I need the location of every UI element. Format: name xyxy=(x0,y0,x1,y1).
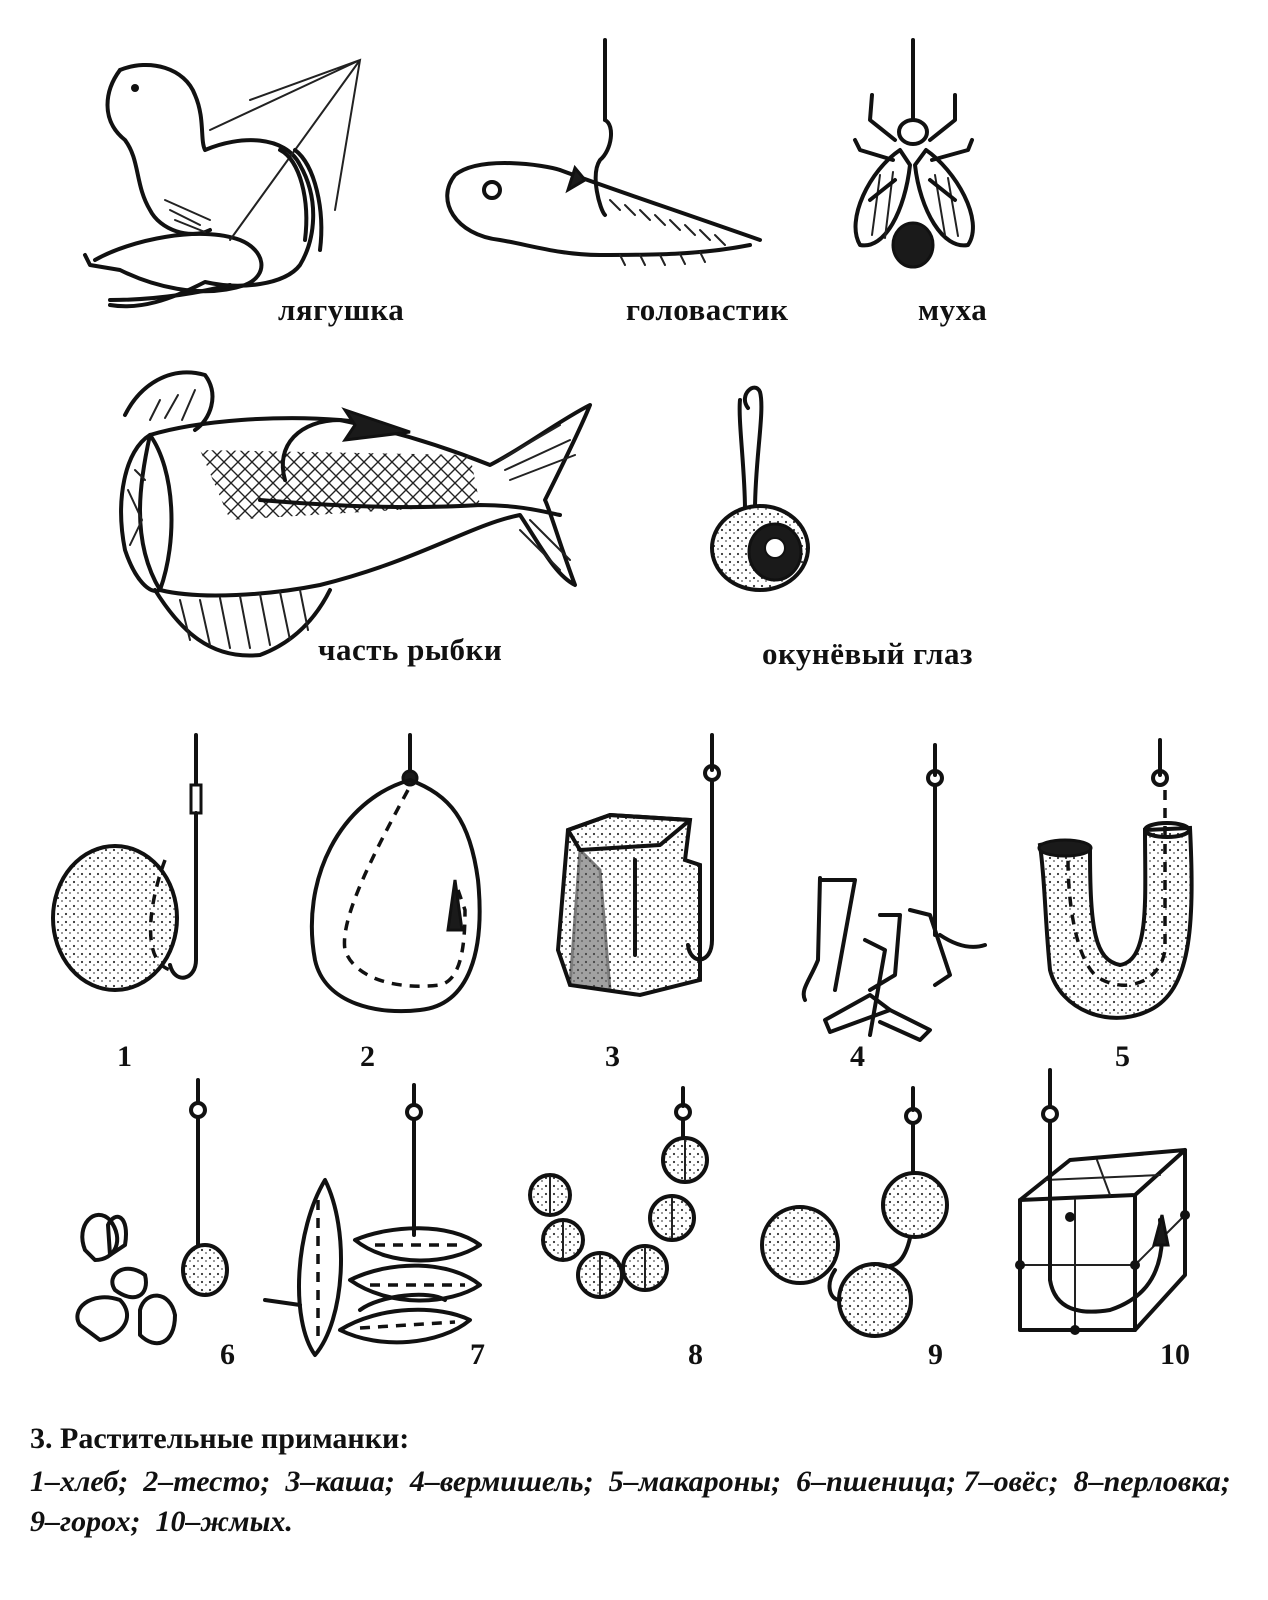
caption-item: 8–перловка; xyxy=(1073,1465,1231,1498)
bait-2-drawing xyxy=(309,733,482,1014)
caption-item: 2–тесто; xyxy=(143,1465,271,1498)
caption-item: 1–хлеб; xyxy=(30,1465,129,1498)
bait-number-2: 2 xyxy=(360,1040,375,1073)
frog-drawing xyxy=(83,58,362,309)
fly-drawing xyxy=(853,38,975,269)
label-perch-eye: окунёвый глаз xyxy=(762,636,973,671)
caption-item: 3–каша; xyxy=(285,1465,395,1498)
bait-number-1: 1 xyxy=(117,1040,132,1073)
bait-6-drawing xyxy=(75,1078,229,1346)
bait-number-7: 7 xyxy=(470,1338,485,1371)
bait-4-drawing xyxy=(801,743,987,1042)
caption-item: 5–макароны; xyxy=(608,1465,782,1498)
bait-number-8: 8 xyxy=(688,1338,703,1371)
bait-8-drawing xyxy=(528,1086,709,1299)
bait-3-drawing xyxy=(555,733,721,998)
caption-item: 6–пшеница; xyxy=(796,1465,957,1498)
tadpole-drawing xyxy=(445,38,762,266)
caption-item: 10–жмых. xyxy=(155,1505,293,1538)
bait-number-6: 6 xyxy=(220,1338,235,1371)
bait-number-4: 4 xyxy=(850,1040,865,1073)
label-fly: муха xyxy=(918,292,988,327)
caption-item: 7–овёс; xyxy=(963,1465,1059,1498)
bait-10-drawing xyxy=(1015,1068,1190,1335)
bait-number-9: 9 xyxy=(928,1338,943,1371)
bait-number-10: 10 xyxy=(1160,1338,1190,1371)
label-frog: лягушка xyxy=(278,292,405,327)
bait-1-drawing xyxy=(51,733,203,992)
fish-part-drawing xyxy=(119,370,592,658)
label-fish-part: часть рыбки xyxy=(318,632,503,667)
bait-number-3: 3 xyxy=(605,1040,620,1073)
caption-title: 3. Растительные приманки: xyxy=(30,1422,410,1455)
caption-item: 9–горох; xyxy=(30,1505,141,1538)
bait-7-drawing xyxy=(263,1083,482,1357)
caption-item: 4–вермишель; xyxy=(409,1465,594,1498)
perch-eye-drawing xyxy=(710,385,810,592)
bait-9-drawing xyxy=(760,1086,949,1338)
label-tadpole: головастик xyxy=(626,292,789,327)
bait-5-drawing xyxy=(1037,738,1194,1020)
bait-number-5: 5 xyxy=(1115,1040,1130,1073)
caption-body: 1–хлеб; 2–тесто; 3–каша; 4–вермишель; 5–… xyxy=(30,1462,1250,1542)
